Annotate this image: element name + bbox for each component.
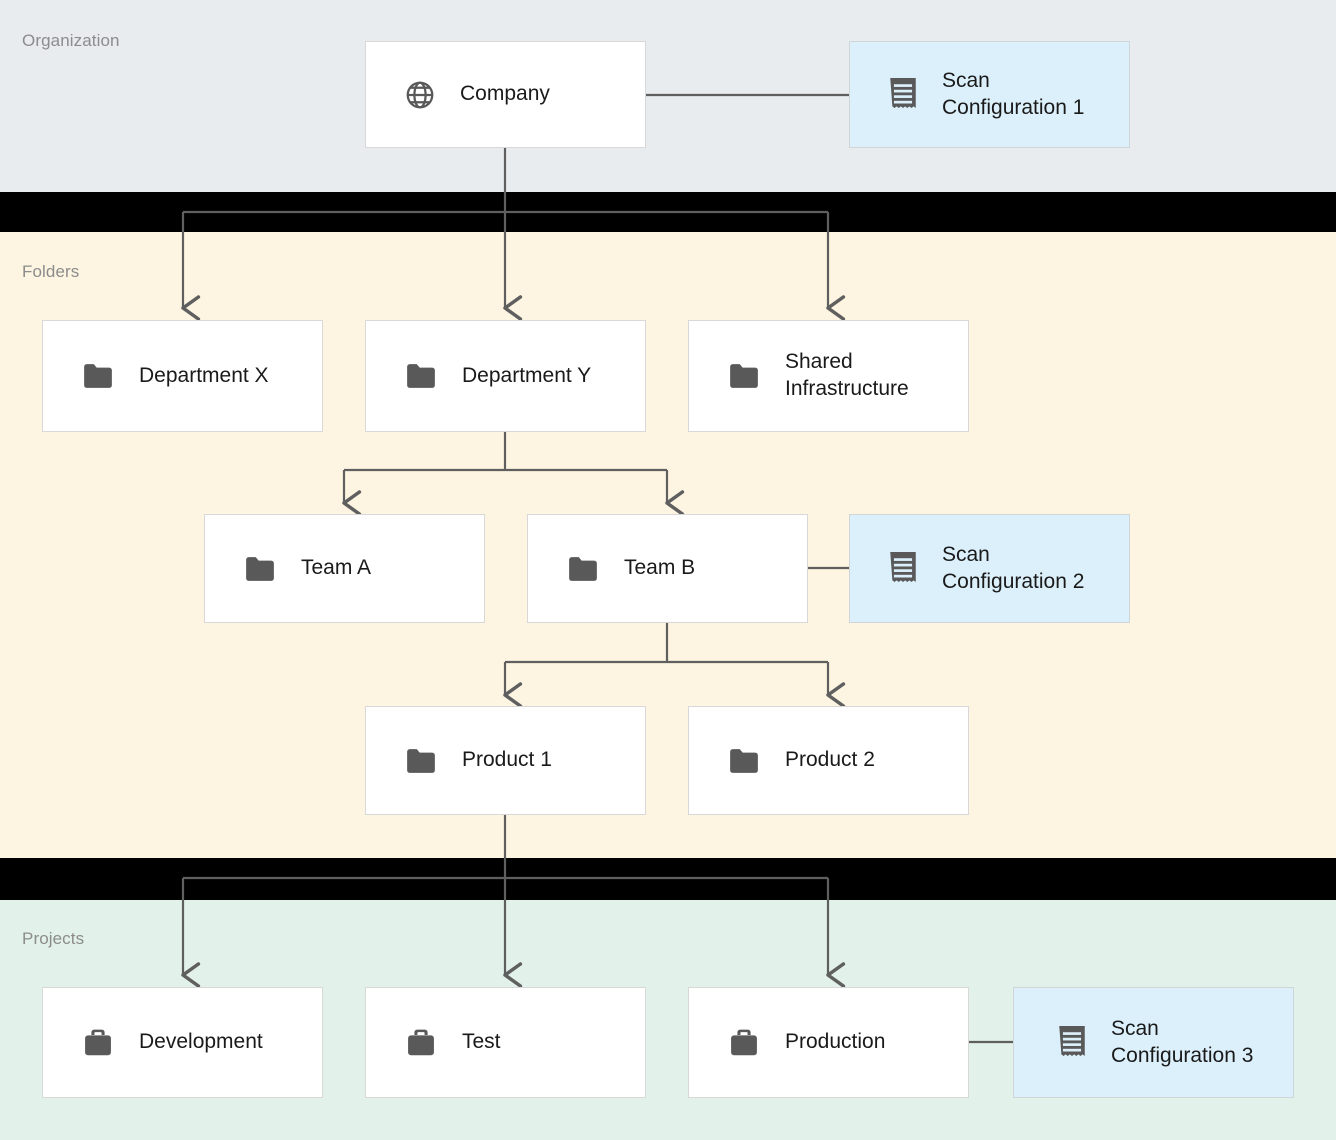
node-product-2-label: Product 2 — [785, 748, 875, 772]
node-product-1-label: Product 1 — [462, 748, 552, 772]
node-shared-infrastructure-label: Shared Infrastructure — [785, 350, 909, 400]
node-department-x[interactable]: Department X — [42, 320, 323, 432]
node-team-b-label: Team B — [624, 556, 696, 580]
node-scan-config-2[interactable]: Scan Configuration 2 — [849, 514, 1130, 623]
node-development-label: Development — [139, 1030, 263, 1054]
briefcase-icon — [728, 1028, 760, 1057]
node-team-a[interactable]: Team A — [204, 514, 485, 623]
globe-icon — [404, 79, 436, 111]
node-team-b[interactable]: Team B — [527, 514, 808, 623]
node-test[interactable]: Test — [365, 987, 646, 1098]
folder-icon — [728, 748, 760, 774]
node-product-1[interactable]: Product 1 — [365, 706, 646, 815]
organization-band — [0, 0, 1336, 192]
briefcase-icon — [405, 1028, 437, 1057]
node-scan-config-1[interactable]: Scan Configuration 1 — [849, 41, 1130, 148]
folder-icon — [244, 556, 276, 582]
folder-icon — [405, 748, 437, 774]
node-scan-config-3-label: Scan Configuration 3 — [1111, 1016, 1254, 1067]
node-product-2[interactable]: Product 2 — [688, 706, 969, 815]
node-team-a-label: Team A — [301, 556, 372, 580]
folder-icon — [405, 363, 437, 389]
node-test-label: Test — [462, 1030, 501, 1054]
receipt-icon — [1056, 1025, 1088, 1060]
node-company[interactable]: Company — [365, 41, 646, 148]
briefcase-icon — [82, 1028, 114, 1057]
node-department-x-label: Department X — [139, 363, 269, 387]
receipt-icon — [887, 551, 919, 586]
node-production-label: Production — [785, 1030, 886, 1054]
node-production[interactable]: Production — [688, 987, 969, 1098]
node-development[interactable]: Development — [42, 987, 323, 1098]
node-department-y[interactable]: Department Y — [365, 320, 646, 432]
node-scan-config-2-label: Scan Configuration 2 — [942, 542, 1085, 593]
node-department-y-label: Department Y — [462, 363, 592, 387]
node-scan-config-3[interactable]: Scan Configuration 3 — [1013, 987, 1294, 1098]
node-company-label: Company — [460, 82, 550, 106]
folder-icon — [728, 363, 760, 389]
node-shared-infrastructure[interactable]: Shared Infrastructure — [688, 320, 969, 432]
folder-icon — [567, 556, 599, 582]
folder-icon — [82, 363, 114, 389]
node-scan-config-1-label: Scan Configuration 1 — [942, 68, 1085, 119]
projects-band-label: Projects — [22, 929, 85, 948]
folders-band-label: Folders — [22, 262, 80, 281]
organization-band-label: Organization — [22, 31, 120, 50]
receipt-icon — [887, 77, 919, 112]
